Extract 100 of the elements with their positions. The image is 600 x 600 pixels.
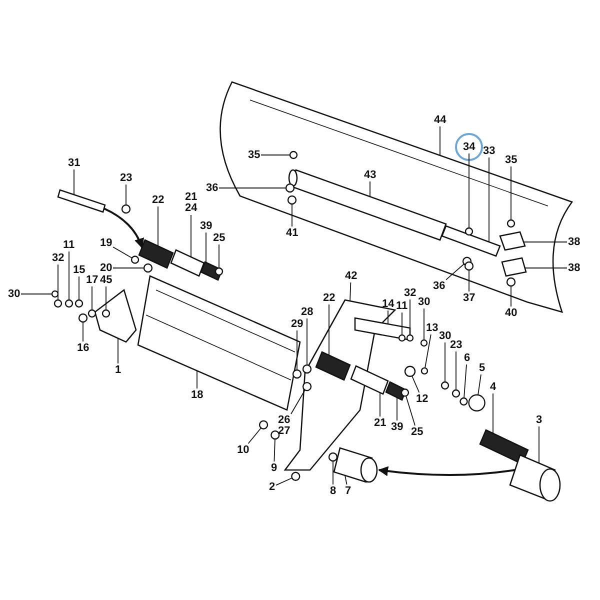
washer bbox=[143, 263, 153, 273]
bolt bbox=[130, 256, 140, 264]
washer bbox=[452, 389, 460, 398]
callout-number: 9 bbox=[271, 462, 278, 474]
callout-number: 20 bbox=[100, 262, 112, 274]
callout-number: 45 bbox=[100, 274, 112, 286]
callout-number: 25 bbox=[411, 426, 424, 438]
leader-line bbox=[218, 244, 220, 268]
callout-number: 26 bbox=[278, 415, 290, 426]
callout-number: 22 bbox=[152, 194, 164, 206]
leader-line bbox=[350, 282, 352, 302]
leader-line bbox=[412, 376, 420, 393]
leader-line bbox=[468, 153, 470, 228]
callout-number: 40 bbox=[505, 308, 518, 318]
nut bbox=[400, 388, 410, 397]
leader-line bbox=[68, 251, 70, 300]
callout-number: 2 bbox=[269, 482, 276, 492]
callout-number: 42 bbox=[345, 270, 358, 282]
leader-line bbox=[196, 370, 198, 389]
rubber-block bbox=[138, 239, 174, 269]
washer bbox=[88, 309, 96, 318]
nut bbox=[258, 420, 268, 430]
leader-line bbox=[396, 397, 398, 421]
grease-nipple bbox=[420, 367, 428, 375]
leader-line bbox=[248, 428, 262, 444]
callout-number: 14 bbox=[382, 298, 394, 310]
callout-number: 36 bbox=[433, 280, 446, 292]
callout-number: 13 bbox=[426, 322, 438, 334]
callout-number: 21 bbox=[185, 192, 198, 203]
callout-number: 38 bbox=[568, 236, 580, 248]
mounting-block bbox=[170, 249, 205, 277]
callout-number: 5 bbox=[479, 362, 486, 374]
callout-number: 30 bbox=[418, 296, 430, 308]
callout-number: 27 bbox=[278, 426, 290, 437]
pivot-disc bbox=[468, 394, 486, 412]
washer bbox=[270, 430, 280, 440]
mounting-block bbox=[350, 365, 389, 395]
washer bbox=[74, 299, 84, 308]
callout-number: 8 bbox=[330, 486, 336, 496]
callout-number: 31 bbox=[68, 158, 80, 168]
callout-number: 22 bbox=[323, 292, 336, 304]
callout-number: 35 bbox=[505, 154, 518, 166]
leader-line bbox=[510, 166, 512, 220]
leader-line bbox=[82, 322, 84, 342]
hydraulic-cylinder bbox=[288, 169, 447, 241]
spring-sleeve bbox=[509, 454, 561, 502]
leader-line bbox=[492, 393, 494, 434]
nut bbox=[292, 369, 302, 379]
leader-line bbox=[424, 334, 432, 368]
leader-line bbox=[274, 438, 276, 462]
callout-number: 38 bbox=[568, 262, 580, 274]
callout-number: 25 bbox=[213, 232, 226, 244]
callout-number: 30 bbox=[8, 288, 20, 300]
washer bbox=[406, 334, 414, 342]
leader-line bbox=[328, 304, 330, 356]
leader-line bbox=[276, 478, 292, 486]
leader-line bbox=[260, 154, 290, 156]
callout-number: 29 bbox=[291, 318, 304, 330]
leader-line bbox=[332, 460, 334, 485]
callout-number: 32 bbox=[52, 252, 64, 264]
callout-number: 23 bbox=[450, 340, 462, 350]
callout-number: 39 bbox=[391, 422, 404, 432]
callout-number: 37 bbox=[463, 292, 476, 304]
leader-line bbox=[446, 264, 464, 280]
callout-number: 11 bbox=[63, 240, 75, 250]
leader-line bbox=[468, 270, 470, 292]
leader-line bbox=[464, 364, 467, 398]
callout-number: 1 bbox=[115, 364, 122, 376]
leader-line bbox=[510, 286, 512, 307]
washer bbox=[121, 204, 131, 214]
washer bbox=[64, 299, 74, 308]
callout-number: 36 bbox=[206, 182, 218, 194]
callout-number: 32 bbox=[404, 288, 416, 298]
callout-number: 19 bbox=[100, 238, 112, 248]
washer bbox=[460, 397, 468, 406]
leader-line bbox=[478, 374, 482, 396]
callout-number: 33 bbox=[483, 146, 496, 156]
lug bbox=[291, 472, 300, 481]
callout-number: 17 bbox=[86, 274, 98, 286]
callout-number: 28 bbox=[301, 306, 314, 318]
hinge-bracket bbox=[354, 317, 411, 341]
callout-number: 4 bbox=[490, 382, 496, 392]
callout-number: 7 bbox=[345, 486, 352, 496]
callout-number: 34 bbox=[463, 142, 476, 152]
roller-housing bbox=[137, 275, 301, 411]
leader-line bbox=[296, 330, 298, 370]
washer bbox=[54, 299, 62, 308]
callout-number: 44 bbox=[434, 114, 446, 126]
leader-line bbox=[112, 246, 132, 258]
callout-number: 35 bbox=[248, 150, 260, 160]
bushing bbox=[333, 447, 378, 483]
callout-number: 41 bbox=[286, 228, 298, 238]
callout-number: 10 bbox=[237, 444, 250, 456]
leader-line bbox=[538, 426, 540, 464]
leader-line bbox=[190, 214, 192, 258]
callout-number: 18 bbox=[191, 390, 204, 400]
screw bbox=[51, 290, 59, 298]
washer bbox=[328, 452, 338, 462]
callout-number: 21 bbox=[374, 418, 386, 428]
bolt bbox=[57, 189, 106, 213]
